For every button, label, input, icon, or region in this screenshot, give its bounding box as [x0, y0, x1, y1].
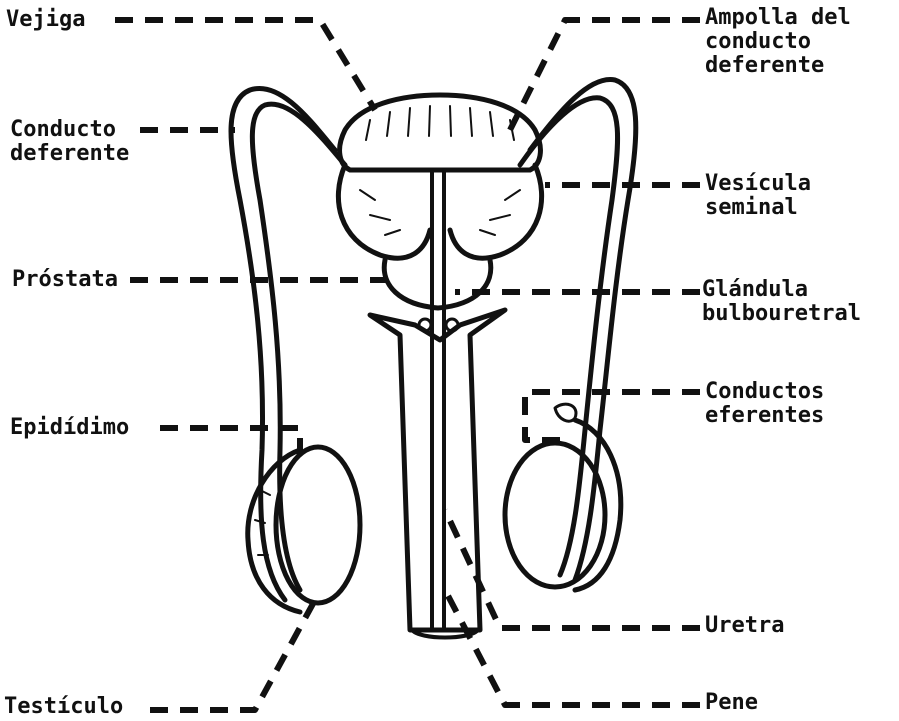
label-prostata: Próstata: [12, 268, 118, 292]
leader-conductos-eferentes: [525, 392, 700, 440]
label-ampolla-line-1: Ampolla del: [705, 6, 851, 30]
label-ampolla-line-3: deferente: [705, 54, 851, 78]
label-pene: Pene: [705, 691, 758, 715]
label-glandula-line-2: bulbouretral: [702, 302, 861, 326]
label-ampolla-line-2: conducto: [705, 30, 851, 54]
label-conducto-deferente-line-1: Conducto: [10, 118, 129, 142]
label-ampolla: Ampolla del conducto deferente: [705, 6, 851, 78]
label-vesicula-line-2: seminal: [705, 196, 811, 220]
prostate: [384, 260, 491, 308]
label-conducto-deferente: Conducto deferente: [10, 118, 129, 166]
label-vejiga: Vejiga: [6, 8, 85, 32]
label-vesicula-line-1: Vesícula: [705, 172, 811, 196]
label-conductos-line-1: Conductos: [705, 380, 824, 404]
label-glandula-bulbouretral: Glándula bulbouretral: [702, 278, 861, 326]
label-epididimo: Epidídimo: [10, 416, 129, 440]
label-glandula-line-1: Glándula: [702, 278, 861, 302]
label-uretra: Uretra: [705, 614, 784, 638]
label-conducto-deferente-line-2: deferente: [10, 142, 129, 166]
label-conductos-eferentes: Conductos eferentes: [705, 380, 824, 428]
label-vesicula-seminal: Vesícula seminal: [705, 172, 811, 220]
leader-vejiga: [115, 20, 375, 110]
seminal-vesicles: [338, 165, 541, 258]
label-conductos-line-2: eferentes: [705, 404, 824, 428]
label-testiculo: Testículo: [4, 695, 123, 719]
leader-testiculo: [150, 600, 315, 710]
leader-pene: [445, 590, 700, 705]
